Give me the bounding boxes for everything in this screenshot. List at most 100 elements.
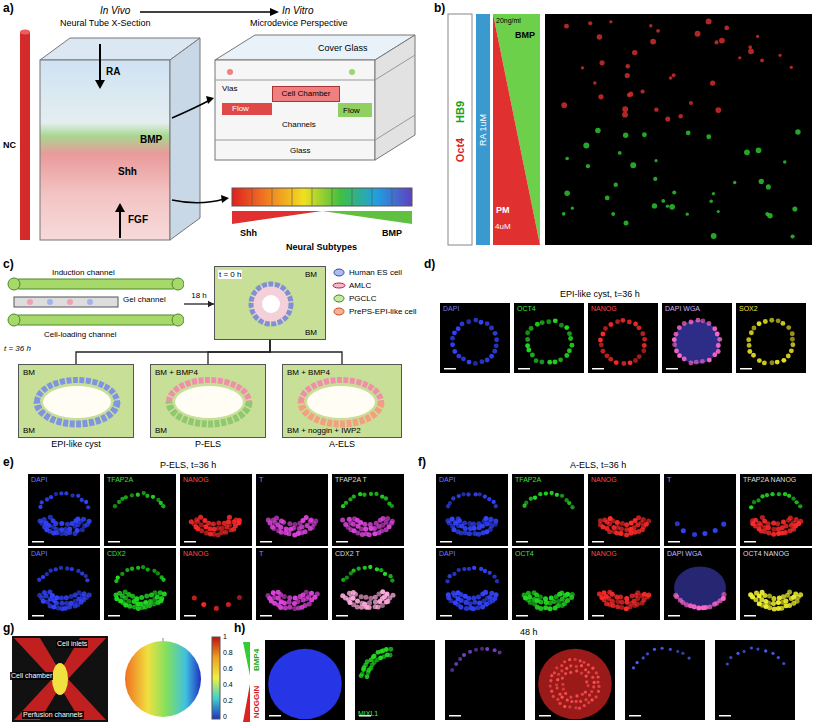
illustration-part — [488, 571, 492, 575]
illustration-part — [493, 648, 497, 652]
illustration-part — [297, 521, 302, 526]
illustration-part — [284, 527, 289, 532]
illustration-part — [467, 567, 471, 571]
illustration-part — [374, 521, 379, 526]
illustration-part — [599, 342, 604, 347]
part-label: Cover Glass — [318, 43, 368, 53]
stain-label: NANOG — [183, 476, 209, 484]
illustration-part — [748, 48, 754, 54]
heading: In Vitro — [282, 5, 314, 17]
illustration-part — [466, 319, 471, 324]
illustration-part — [120, 572, 124, 576]
stain-label: TFAP2A T — [335, 476, 367, 484]
illustration-part — [472, 566, 476, 570]
illustration-part — [476, 594, 481, 599]
illustration-part — [600, 332, 605, 337]
illustration-part — [462, 520, 467, 525]
illustration-part — [602, 590, 607, 595]
node-caption: EPI-like cyst — [19, 439, 133, 449]
scale-bar — [449, 715, 461, 717]
connector-label: 18 h — [190, 291, 208, 300]
illustration-part — [487, 497, 491, 501]
illustration-part — [792, 207, 797, 212]
illustration-part — [549, 684, 552, 687]
illustration-part — [757, 321, 762, 326]
illustration-part — [790, 66, 793, 69]
heading: Neural Tube X-Section — [60, 18, 151, 28]
illustration-part — [474, 492, 478, 496]
illustration-part — [305, 523, 310, 528]
illustration-part — [87, 299, 93, 305]
illustration-part — [461, 492, 465, 496]
illustration-part — [373, 599, 378, 604]
illustration-part — [729, 656, 732, 659]
legend-row: PGCLC — [332, 292, 417, 305]
illustration-part — [158, 590, 163, 595]
illustration-part — [782, 662, 785, 665]
stage-box: BM + BMP4BMP-ELS — [150, 364, 266, 438]
illustration-part — [447, 574, 451, 578]
illustration-part — [760, 494, 764, 498]
illustration-part — [276, 590, 281, 595]
illustration-part — [653, 648, 656, 651]
illustration-part — [587, 671, 590, 674]
illustration-part — [485, 647, 489, 651]
illustration-part — [161, 578, 165, 582]
panel-letter: b) — [434, 2, 445, 16]
illustration-part — [586, 684, 589, 687]
illustration-part — [265, 593, 270, 598]
illustration-part — [480, 605, 485, 610]
illustration-part — [620, 318, 625, 323]
panel-letter: d) — [424, 258, 435, 272]
illustration-part — [222, 103, 272, 115]
illustration-part — [764, 649, 767, 652]
illustration-part — [468, 526, 473, 531]
scale-bar — [516, 615, 528, 617]
illustration-part — [20, 30, 30, 35]
illustration-part — [772, 606, 777, 611]
illustration-part — [252, 188, 253, 206]
treatment-label: NOGGIN — [252, 686, 261, 718]
illustration-part — [675, 521, 680, 526]
illustration-part — [602, 518, 607, 523]
illustration-part — [146, 567, 150, 571]
illustration-part — [390, 578, 394, 582]
illustration-part — [243, 642, 250, 676]
illustration-part — [27, 299, 33, 305]
illustration-part — [783, 160, 786, 163]
micrograph — [256, 474, 328, 546]
illustration-part — [204, 530, 209, 535]
illustration-part — [781, 519, 786, 524]
treatment-label: BMP4 — [252, 649, 261, 671]
illustration-part — [42, 517, 47, 522]
illustration-part — [637, 325, 642, 330]
illustration-part — [476, 521, 481, 526]
illustration-part — [368, 565, 372, 569]
illustration-part — [555, 683, 558, 686]
legend-swatch — [332, 281, 346, 290]
illustration-part — [587, 663, 590, 666]
legend-text: PrePS-EPI-like cell — [349, 307, 417, 316]
illustration-part — [466, 492, 470, 496]
illustration-part — [8, 278, 20, 290]
illustration-part — [588, 693, 591, 696]
illustration-part — [494, 337, 499, 342]
illustration-part — [561, 696, 564, 699]
gradient-label: Shh — [240, 228, 257, 238]
illustration-part — [614, 360, 619, 365]
illustration-part — [467, 531, 472, 536]
panel-title: P-ELS, t=36 h — [160, 460, 216, 470]
node-text: Gel channel — [122, 295, 167, 304]
illustration-part — [709, 200, 713, 204]
node-text: BM + BMP4 — [287, 368, 330, 377]
scale-bar — [516, 541, 528, 543]
stain-label: DAPI — [31, 550, 47, 558]
cell-symbol — [333, 283, 345, 288]
micrograph — [104, 474, 176, 546]
illustration-part — [212, 637, 220, 719]
illustration-part — [483, 569, 487, 573]
illustration-part — [599, 60, 604, 65]
illustration-part — [202, 518, 207, 523]
micrograph — [104, 548, 176, 620]
illustration-part — [351, 568, 355, 572]
